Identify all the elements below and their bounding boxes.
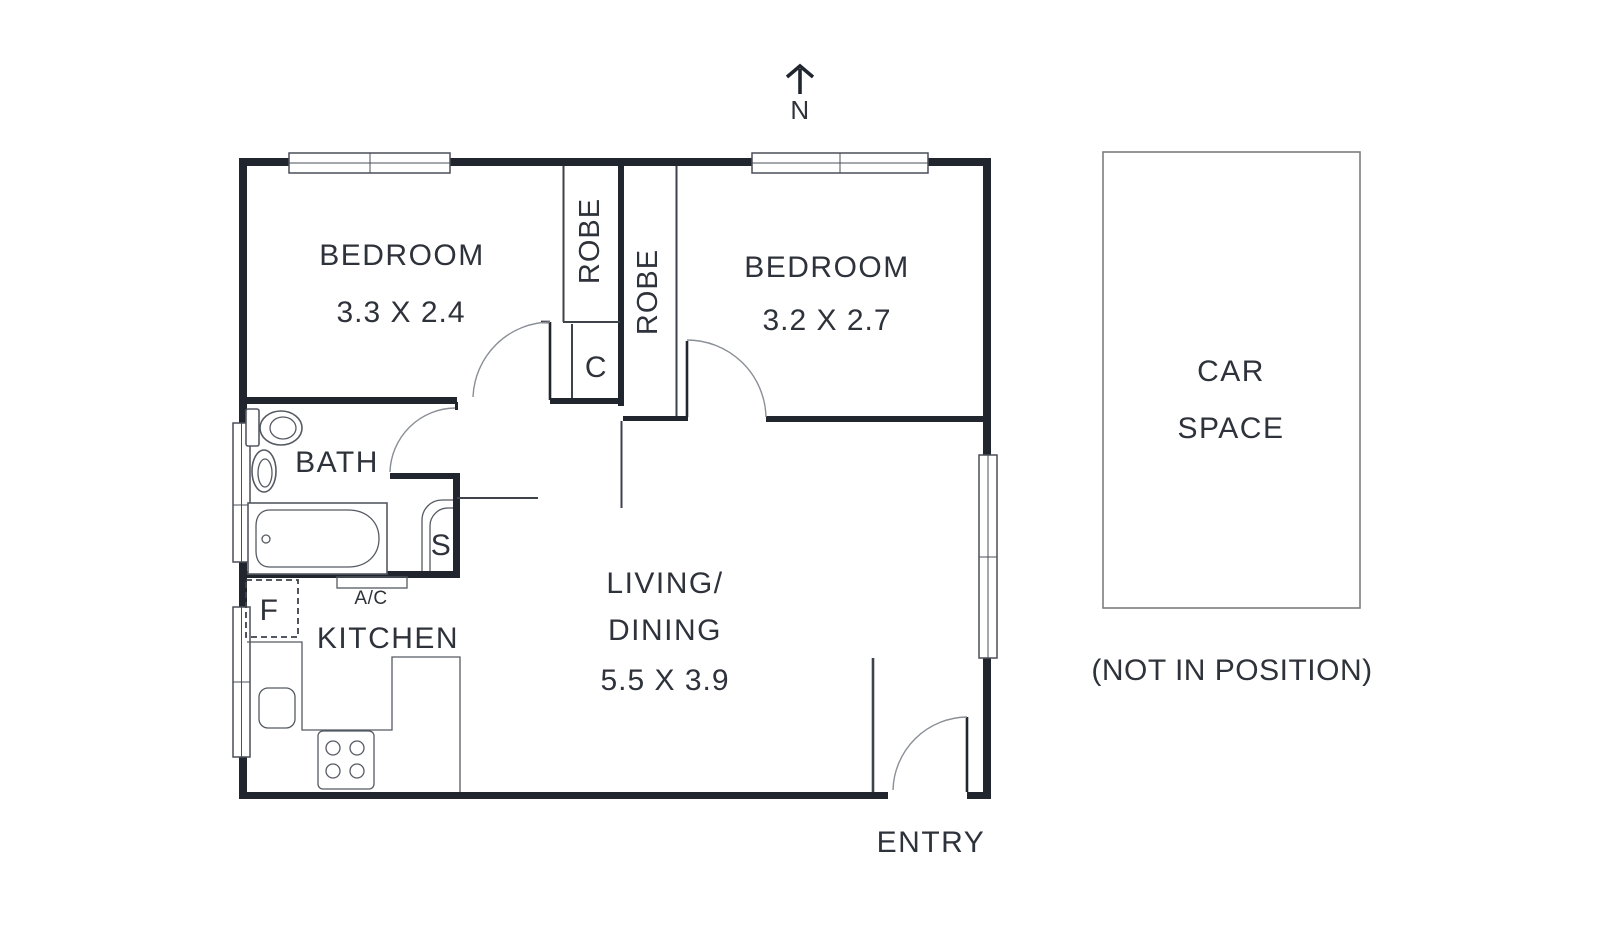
bedroom2-door	[685, 339, 767, 418]
window-living	[978, 454, 998, 659]
wall-cupboard-bottom	[550, 398, 624, 404]
room-labels: BEDROOM 3.3 X 2.4 ROBE ROBE C BEDROOM 3.…	[260, 198, 986, 859]
kitchen-sink-icon	[258, 687, 296, 729]
fridge-outline	[245, 579, 299, 638]
kitchen-label: KITCHEN	[317, 622, 459, 655]
wall-bedroom1-bath	[239, 397, 457, 404]
living-dimensions: 5.5 X 3.9	[600, 664, 729, 697]
north-label: N	[790, 95, 809, 125]
fridge-label: F	[260, 594, 279, 627]
partition-lines	[457, 166, 875, 792]
entry-door	[892, 716, 969, 792]
toilet-icon	[245, 408, 303, 447]
kitchen-counter-outline	[247, 641, 461, 792]
shower-icon	[421, 499, 453, 571]
bathtub-icon	[247, 502, 388, 575]
wall-bottom-right-stub	[967, 792, 991, 799]
window-bedroom2	[751, 152, 929, 174]
north-arrow-head	[785, 63, 815, 79]
bath-label: BATH	[295, 446, 379, 479]
cupboard-label: C	[585, 351, 607, 384]
window-kitchen	[232, 606, 251, 758]
car-space-note: (NOT IN POSITION)	[1091, 654, 1372, 687]
wall-bottom-left	[239, 792, 888, 799]
robe2-label: ROBE	[632, 249, 664, 335]
wall-robe2-bottom	[623, 416, 688, 421]
car-space: CAR SPACE (NOT IN POSITION)	[1091, 151, 1372, 687]
bedroom1-label: BEDROOM	[319, 239, 485, 272]
window-bedroom1	[288, 152, 451, 174]
bedroom2-dimensions: 3.2 X 2.7	[762, 304, 891, 337]
air-conditioner-icon	[336, 576, 408, 589]
living-label-line1: LIVING/	[606, 567, 723, 600]
car-space-outline	[1102, 151, 1361, 609]
air-conditioner-label: A/C	[354, 588, 387, 609]
entry-label: ENTRY	[877, 826, 986, 859]
wall-bath-inner	[390, 473, 456, 479]
bathroom-fixtures	[245, 408, 453, 575]
robe1-label: ROBE	[574, 198, 606, 284]
bath-door	[389, 407, 456, 473]
bedroom1-dimensions: 3.3 X 2.4	[336, 296, 465, 329]
wall-top	[239, 158, 991, 166]
stove-icon	[317, 730, 375, 790]
windows	[232, 152, 998, 758]
kitchen-fixtures	[245, 576, 461, 792]
doors	[389, 320, 969, 792]
wall-robe-divider	[618, 166, 624, 406]
car-space-label-line2: SPACE	[1178, 412, 1285, 445]
north-arrow-icon: N	[785, 63, 815, 125]
wall-bedroom2-bottom	[766, 416, 983, 422]
bedroom1-door	[472, 320, 552, 400]
car-space-label-line1: CAR	[1197, 355, 1265, 388]
window-bath	[232, 422, 251, 563]
bedroom2-label: BEDROOM	[744, 251, 910, 284]
shower-label: S	[431, 529, 452, 562]
wall-bath-right	[453, 473, 460, 575]
living-label-line2: DINING	[608, 614, 722, 647]
basin-icon	[251, 449, 277, 493]
bath-door-jamb	[455, 402, 458, 410]
